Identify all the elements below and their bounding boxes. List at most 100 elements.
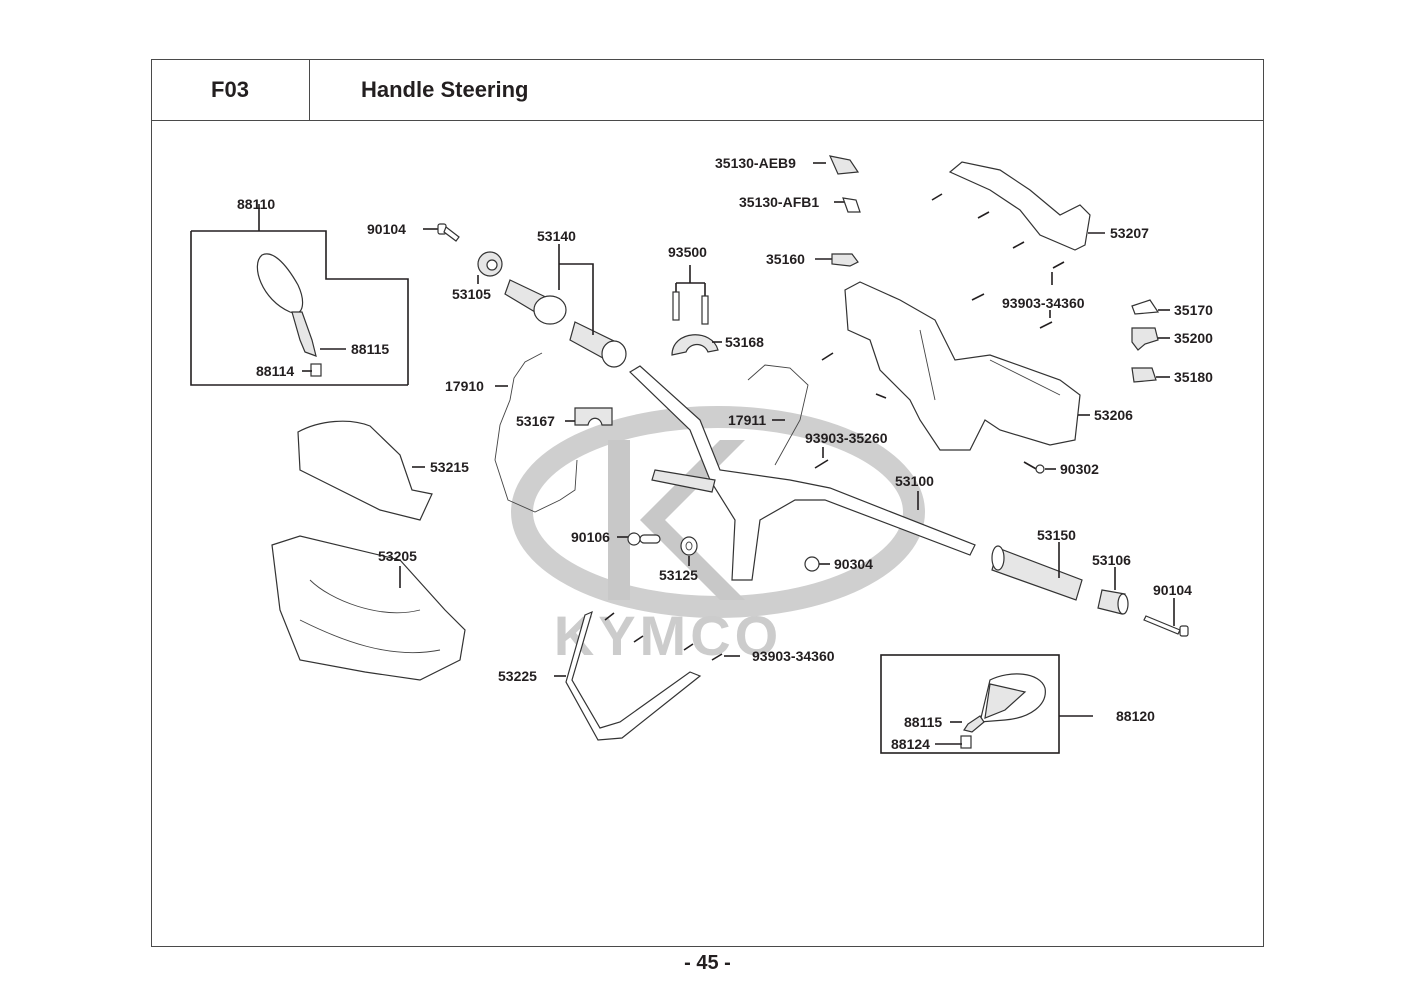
part-label-35200: 35200 [1174, 330, 1213, 346]
leader-93500 [675, 265, 706, 322]
leader-88110 [190, 204, 409, 386]
screw-u1 [931, 193, 943, 201]
mirror-right-nut [960, 735, 972, 749]
watermark-k-stem [608, 440, 630, 600]
switch-35130-afb1 [834, 197, 861, 213]
clamp-body [574, 407, 613, 426]
bar-end-53106-face [1117, 593, 1129, 615]
watermark-k-arms [640, 440, 745, 600]
clamp-53167 [565, 407, 613, 426]
screw-93500-b [701, 295, 709, 325]
collar-body [680, 536, 698, 556]
grip-53150 [991, 542, 1083, 601]
cover-53205-detail [299, 579, 441, 654]
bolt-90106-shaft [639, 534, 661, 544]
handlebar-53100 [629, 365, 976, 581]
cable-17911-line [747, 364, 809, 466]
part-label-93903-34360-upper: 93903-34360 [1002, 295, 1085, 311]
bar-end-53105 [477, 251, 503, 284]
collar-53125 [680, 536, 698, 566]
screw-u4 [1052, 261, 1065, 269]
bolt-90302-head [1035, 464, 1045, 474]
mirror-right-stem [963, 715, 985, 733]
switch-35180 [1131, 367, 1170, 383]
mirror-left-stem [291, 311, 317, 357]
part-label-53125: 53125 [659, 567, 698, 583]
part-label-35130-aeb9: 35130-AEB9 [715, 155, 796, 171]
part-label-53207: 53207 [1110, 225, 1149, 241]
throttle-grip-53140 [504, 244, 627, 368]
screw-s2 [875, 393, 887, 399]
cover-53205-shape [271, 535, 466, 681]
bolt-90106 [617, 532, 661, 546]
part-label-53105: 53105 [452, 286, 491, 302]
part-label-17910: 17910 [445, 378, 484, 394]
front-cover-53215 [297, 420, 433, 521]
section-code: F03 [151, 59, 310, 121]
bracket-53225-shape [565, 610, 702, 741]
bolt-90302 [1023, 461, 1056, 474]
part-label-88115-left: 88115 [351, 341, 389, 357]
screw-1 [604, 612, 615, 621]
throttle-cable-17910 [494, 352, 578, 513]
part-label-53215: 53215 [430, 459, 469, 475]
bracket-53225 [554, 610, 702, 741]
page-title: Handle Steering [310, 59, 1264, 121]
diagram-frame [151, 59, 1264, 947]
brake-cable-17911 [747, 364, 809, 466]
switch-35160-shape [831, 253, 859, 267]
switch-35170-shape [1131, 299, 1160, 315]
cable-17910-line [494, 352, 578, 513]
screw-93903-35260-shape [814, 459, 829, 469]
part-label-93903-35260: 93903-35260 [805, 430, 888, 446]
cover-53207-shape [948, 161, 1091, 251]
grip-left-flange [533, 295, 567, 325]
switch-aeb9-shape [828, 155, 860, 175]
part-label-35170: 35170 [1174, 302, 1213, 318]
cover-53206-detail [919, 329, 1061, 401]
watermark-ring [511, 406, 925, 618]
screw-u3 [1012, 241, 1025, 249]
part-label-90106: 90106 [571, 529, 610, 545]
part-label-88110: 88110 [237, 196, 275, 212]
collar-hole [685, 541, 693, 551]
screw-s1 [821, 352, 834, 361]
part-label-53168: 53168 [725, 334, 764, 350]
part-label-90104-left: 90104 [367, 221, 406, 237]
part-label-88114: 88114 [256, 363, 294, 379]
screw-u2 [977, 211, 990, 219]
bolt-90104-right-shaft [1143, 615, 1181, 635]
switch-35200-shape [1131, 327, 1159, 351]
cover-53206-shape [844, 281, 1081, 451]
grip-53150-flange [991, 545, 1005, 571]
screw-93903-35260 [814, 447, 829, 469]
part-label-90104-right: 90104 [1153, 582, 1192, 598]
screw-93500-a [672, 291, 680, 321]
part-label-35180: 35180 [1174, 369, 1213, 385]
rear-cover-53207 [948, 161, 1105, 251]
part-label-90302: 90302 [1060, 461, 1099, 477]
handlebar-bracket [651, 469, 716, 493]
part-label-53205: 53205 [378, 548, 417, 564]
bolt-90106-head [627, 532, 641, 546]
screw-u6 [1039, 321, 1053, 329]
screws-93500 [672, 265, 709, 325]
rear-handle-cover-53206 [844, 281, 1090, 451]
screw-2 [633, 635, 644, 643]
switch-35160 [815, 253, 859, 267]
part-label-93903-34360-lower: 93903-34360 [752, 648, 835, 664]
holder-53168 [671, 334, 722, 356]
bolt-shaft [443, 226, 460, 242]
part-label-53225: 53225 [498, 668, 537, 684]
mirror-left-nut [310, 363, 322, 377]
screw-4 [711, 653, 723, 661]
throttle-tube-end [601, 340, 627, 368]
screws-93903-34360-upper [931, 193, 1065, 329]
switch-35130-aeb9 [813, 155, 860, 175]
front-handle-cover-53205 [271, 535, 466, 681]
part-label-90304: 90304 [834, 556, 873, 572]
leader-53140 [558, 244, 594, 335]
part-label-88124: 88124 [891, 736, 930, 752]
leader-93903-34360-upper [1049, 272, 1053, 318]
mirror-left-assembly [190, 204, 409, 386]
